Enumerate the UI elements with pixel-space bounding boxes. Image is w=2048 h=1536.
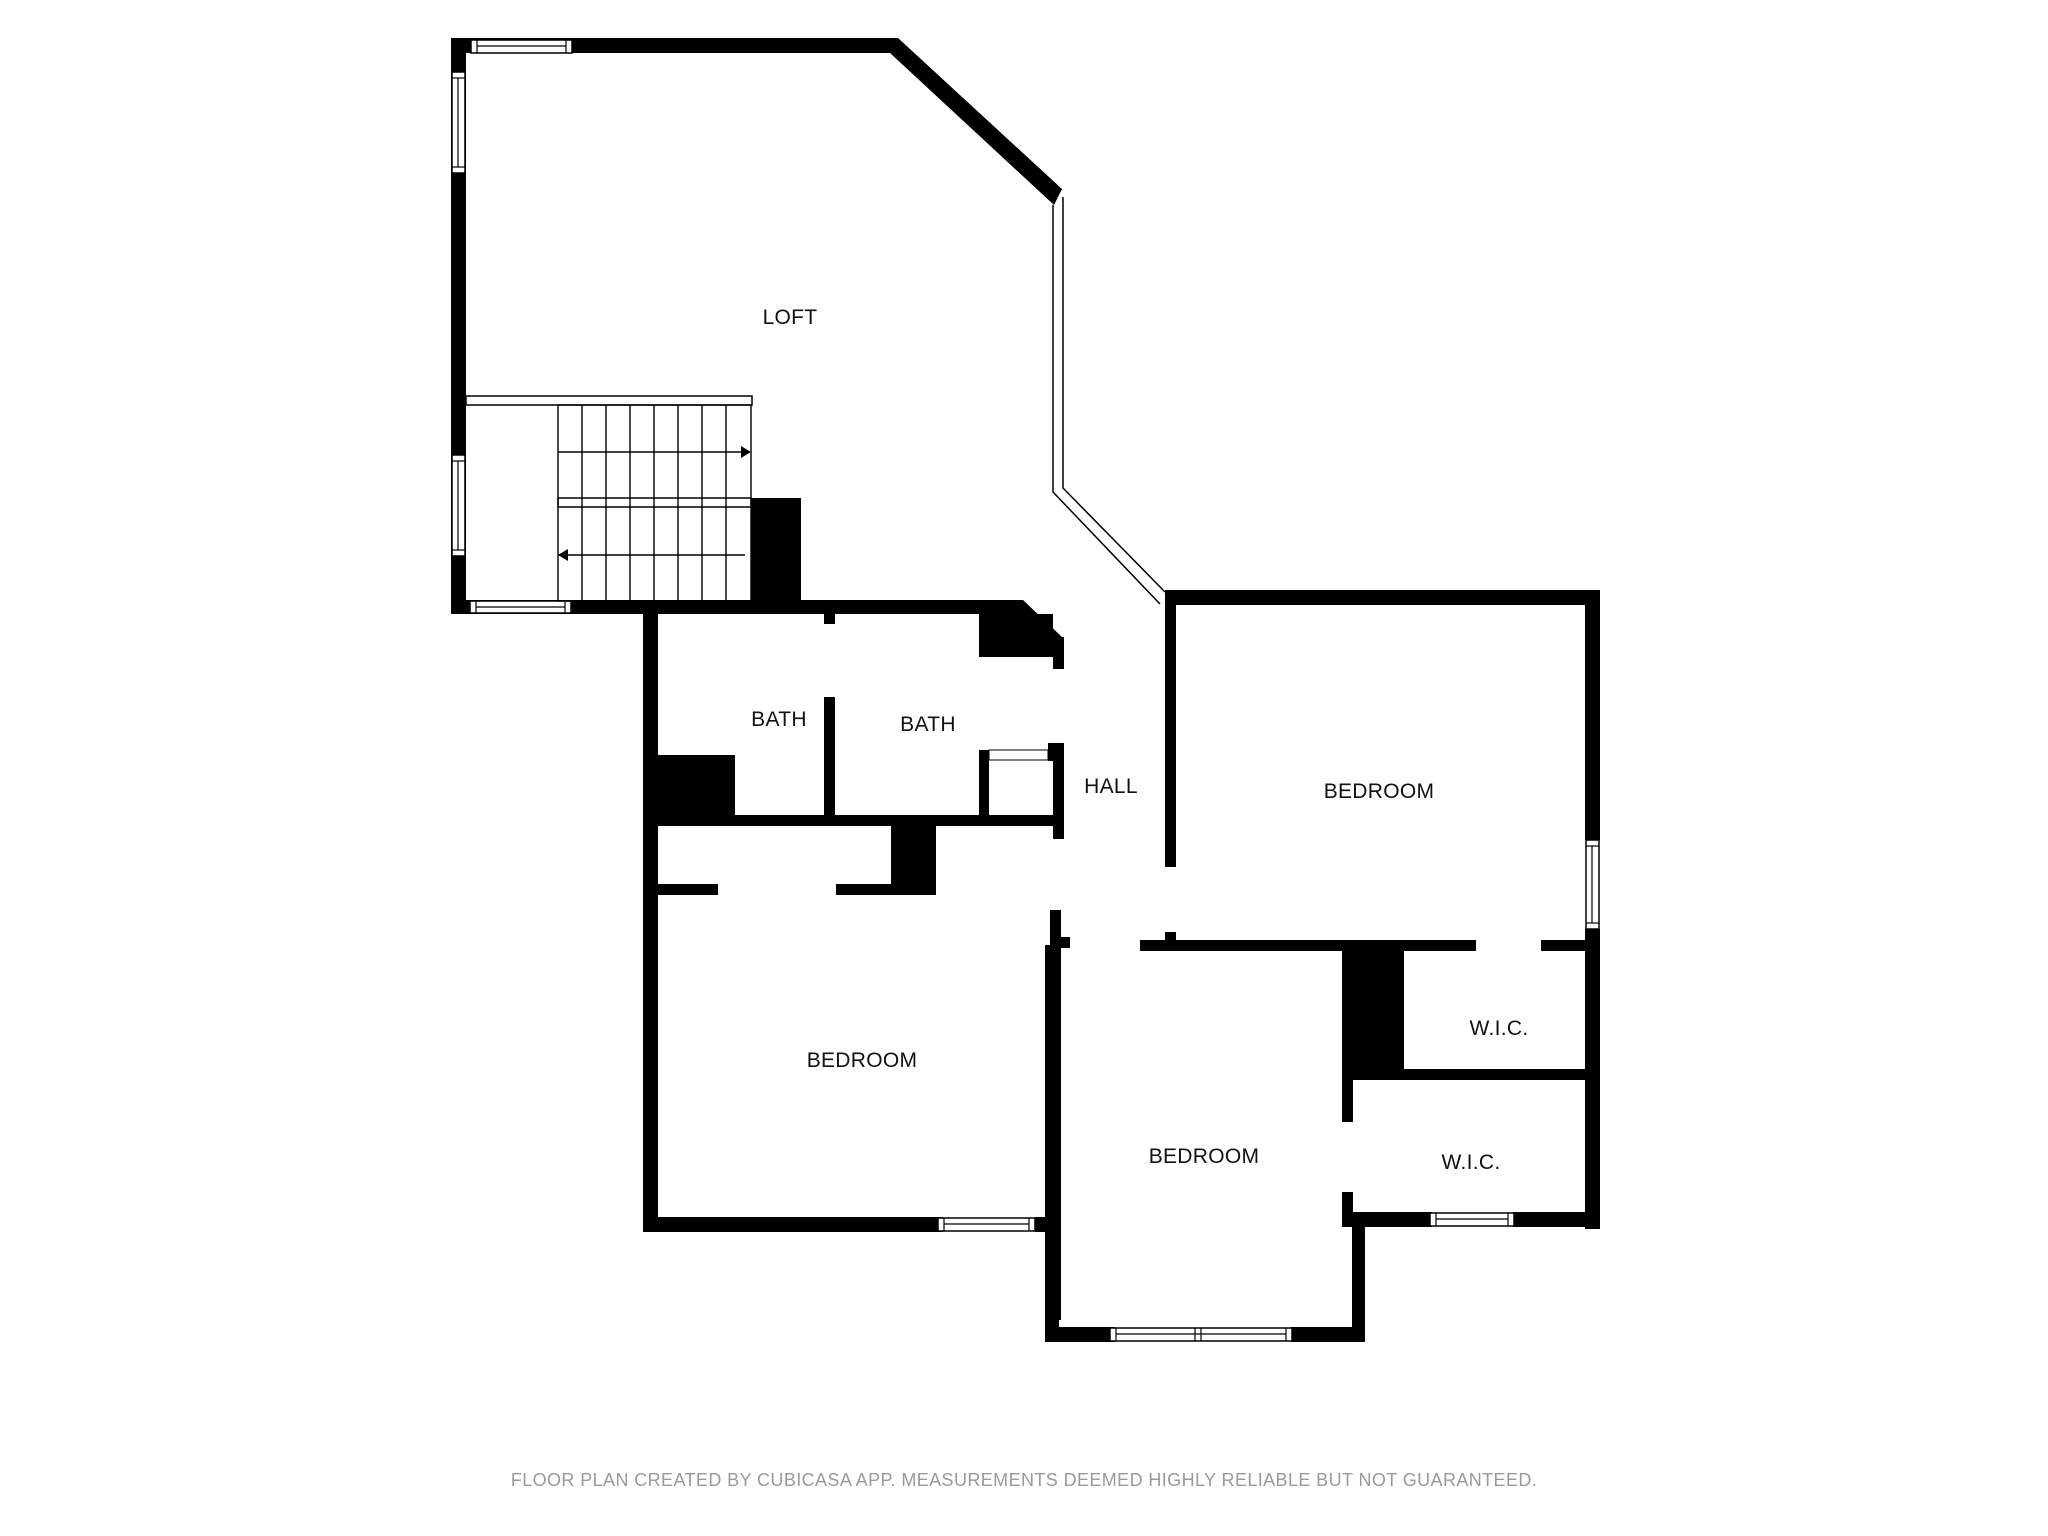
bedroom3-walls [1045, 945, 1600, 1342]
room-label-wic: W.I.C. [1469, 1017, 1529, 1040]
room-label-bedroom: BEDROOM [1323, 780, 1435, 803]
loft-window-left-upper [451, 71, 466, 174]
stair-up-arrow-icon [741, 446, 751, 458]
stair-down-arrow-icon [558, 549, 568, 561]
room-label-wic: W.I.C. [1441, 1151, 1501, 1174]
bedroom1-walls [1050, 590, 1600, 1229]
bedroom1-window [1585, 839, 1600, 930]
room-label-bath: BATH [900, 713, 956, 736]
disclaimer-footer: FLOOR PLAN CREATED BY CUBICASA APP. MEAS… [510, 1470, 1538, 1490]
loft-window-bottom [469, 600, 572, 614]
room-label-loft: LOFT [762, 306, 818, 329]
loft-walls [451, 38, 1062, 614]
bedroom2-window [937, 1217, 1036, 1232]
bedroom3-window [1109, 1327, 1293, 1342]
loft-glass-wall [1052, 197, 1166, 605]
room-label-hall: HALL [1084, 775, 1138, 798]
center-walls [643, 600, 1070, 1320]
loft-window-left-lower [451, 454, 466, 557]
room-label-bedroom: BEDROOM [806, 1049, 918, 1072]
loft-window-top [470, 39, 573, 54]
wic2-window [1429, 1212, 1515, 1227]
room-label-bedroom: BEDROOM [1148, 1145, 1260, 1168]
room-label-bath: BATH [751, 708, 807, 731]
bath2-closet-door [988, 749, 1049, 761]
